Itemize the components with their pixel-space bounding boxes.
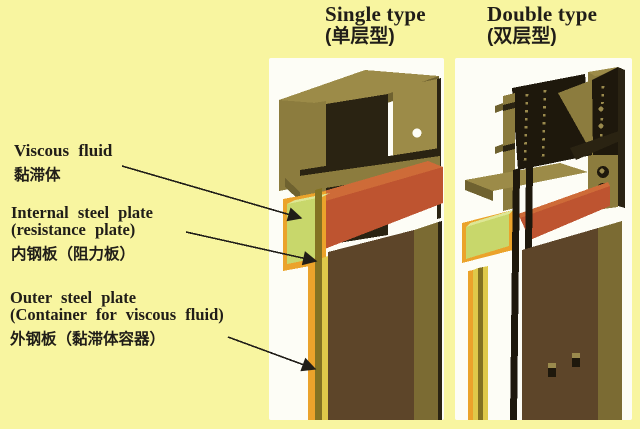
label-viscous-fluid-en: Viscous fluid: [14, 141, 113, 160]
label-internal-plate-en1: Internal steel plate: [11, 203, 153, 222]
wall-bolt: [572, 353, 580, 367]
beam-lower-flange: [285, 156, 440, 192]
double-type-diagram: [462, 67, 625, 420]
stiffener-wedge: [558, 80, 593, 155]
bolt-row: [523, 93, 529, 163]
label-internal-plate: Internal steel plate (resistance plate) …: [11, 204, 153, 264]
container-rim-front: [308, 167, 443, 250]
bolt-hole: [412, 128, 422, 138]
label-internal-plate-en2: (resistance plate): [11, 220, 136, 239]
label-outer-plate-zh: 外钢板（黏滞体容器）: [10, 331, 166, 348]
label-viscous-fluid: Viscous fluid 黏滞体: [14, 142, 112, 185]
heading-double-type-en: Double type: [487, 2, 598, 26]
heading-double-type: Double type (双层型): [487, 2, 598, 48]
outer-wall-side: [414, 222, 438, 420]
wall-bolt: [548, 363, 556, 377]
heading-single-type: Single type (单层型): [325, 2, 426, 48]
double-type-panel: [455, 58, 632, 420]
beam-top-flange: [279, 70, 439, 106]
container-rim-front: [520, 186, 610, 240]
label-viscous-fluid-zh: 黏滞体: [14, 167, 61, 184]
heading-single-type-zh: (单层型): [325, 26, 395, 48]
damper-wall: [308, 188, 442, 420]
internal-plate-1: [510, 168, 520, 420]
viscous-container: [462, 165, 610, 420]
bolt-row: [541, 89, 547, 159]
single-type-panel: [269, 58, 444, 420]
heading-single-type-en: Single type: [325, 2, 426, 26]
outer-wall-front: [328, 230, 414, 420]
diagonal-brace: [570, 130, 622, 160]
label-outer-plate-en1: Outer steel plate: [10, 288, 137, 307]
internal-plate-strip: [315, 188, 322, 420]
container-rim-top: [293, 161, 443, 206]
damper-wall: [468, 221, 622, 420]
label-internal-plate-zh: 内钢板（阻力板）: [11, 246, 136, 263]
viscous-fluid-region: [466, 214, 509, 259]
outer-wall-front: [522, 228, 598, 420]
label-outer-plate: Outer steel plate (Container for viscous…: [10, 289, 224, 349]
bolt-row: [599, 85, 605, 149]
heading-double-type-zh: (双层型): [487, 26, 557, 48]
bolted-connection: [465, 67, 625, 211]
label-outer-plate-en2: (Container for viscous fluid): [10, 305, 224, 324]
outer-plate-strip: [308, 264, 315, 420]
outer-wall-side: [598, 221, 622, 420]
single-type-diagram: [279, 70, 443, 420]
